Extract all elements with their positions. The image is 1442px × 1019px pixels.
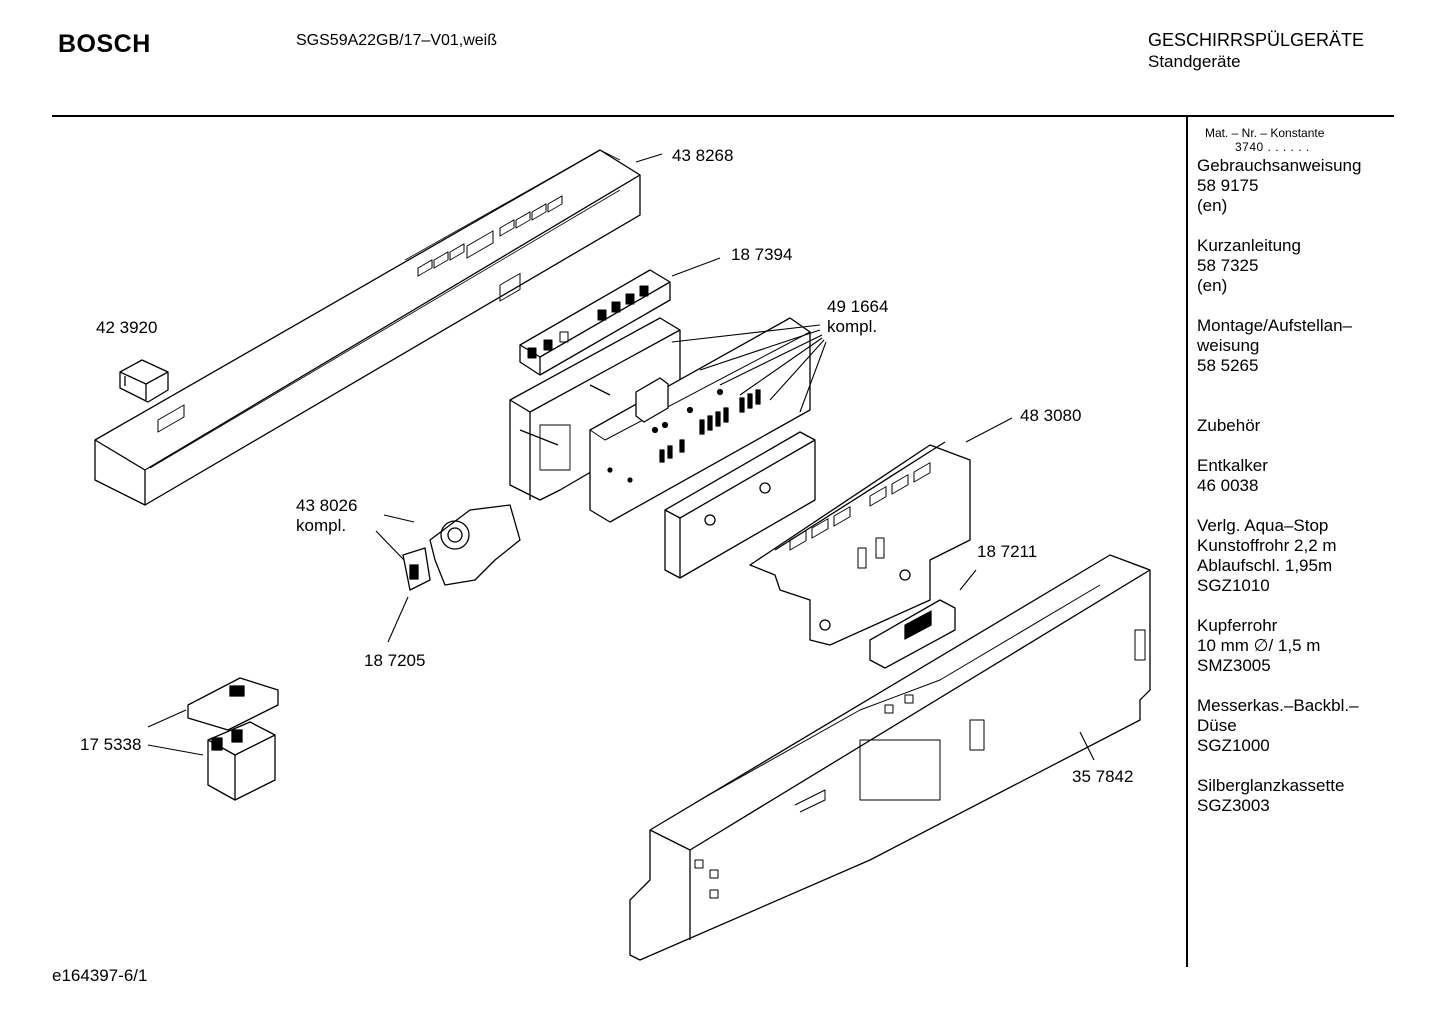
- part-label-423920: 42 3920: [96, 318, 158, 337]
- sidebar-group-accessories: Zubehör: [1197, 416, 1397, 436]
- part-label-438026-kompl: kompl.: [296, 516, 347, 535]
- sidebar-group-quickguide: Kurzanleitung 58 7325 (en): [1197, 236, 1397, 296]
- sidebar-line: (en): [1197, 276, 1228, 295]
- brand-logo: BOSCH: [58, 30, 151, 58]
- sidebar-line: Gebrauchsanweisung: [1197, 156, 1362, 175]
- relay-part: [187, 677, 279, 801]
- part-label-187205: 18 7205: [364, 651, 426, 670]
- mat-label: Mat. – Nr. – Konstante: [1205, 126, 1325, 140]
- sidebar-group-manual: Gebrauchsanweisung 58 9175 (en): [1197, 156, 1397, 216]
- sidebar-group-installation: Montage/Aufstellan– weisung 58 5265: [1197, 316, 1397, 376]
- sidebar-line: Verlg. Aqua–Stop: [1197, 516, 1329, 535]
- exploded-diagram: [94, 149, 1151, 961]
- header-divider: [52, 115, 1394, 117]
- part-label-175338: 17 5338: [80, 735, 142, 754]
- part-label-491664-kompl: kompl.: [827, 317, 878, 336]
- category-title: GESCHIRRSPÜLGERÄTE: [1148, 30, 1365, 50]
- part-label-438026: 43 8026: [296, 496, 358, 515]
- sidebar-line: Düse: [1197, 716, 1237, 735]
- circuit-board-part: [589, 317, 811, 523]
- valve-assembly-part: [402, 504, 521, 591]
- sidebar-line: 46 0038: [1197, 476, 1259, 495]
- clip-part: [119, 359, 169, 403]
- leader-lines: [147, 153, 1095, 761]
- model-number: SGS59A22GB/17–V01,weiß: [296, 32, 498, 49]
- sidebar-group-copperpipe: Kupferrohr 10 mm ∅/ 1,5 m SMZ3005: [1197, 616, 1397, 676]
- part-label-187394: 18 7394: [731, 245, 793, 264]
- sidebar-line: SGZ1000: [1197, 736, 1270, 755]
- sidebar-group-aquastop: Verlg. Aqua–Stop Kunstoffrohr 2,2 m Abla…: [1197, 516, 1397, 596]
- housing-part: [749, 441, 971, 646]
- sidebar-line: Kupferrohr: [1197, 616, 1278, 635]
- part-label-483080: 48 3080: [1020, 406, 1082, 425]
- sidebar-line: weisung: [1197, 336, 1260, 355]
- sidebar-group-silverware: Silberglanzkassette SGZ3003: [1197, 776, 1397, 816]
- sidebar-line: Kurzanleitung: [1197, 236, 1301, 255]
- sidebar-line: Zubehör: [1197, 416, 1261, 435]
- sidebar-line: Entkalker: [1197, 456, 1268, 475]
- sidebar-line: 58 7325: [1197, 256, 1259, 275]
- sidebar-line: SGZ3003: [1197, 796, 1270, 815]
- sidebar-line: Kunstoffrohr 2,2 m: [1197, 536, 1337, 555]
- sidebar-group-descaler: Entkalker 46 0038: [1197, 456, 1397, 496]
- base-frame-part: [629, 554, 1151, 961]
- sidebar-line: Messerkas.–Backbl.–: [1197, 696, 1359, 715]
- diagram-code: e164397-6/1: [52, 966, 148, 985]
- sidebar-line: Ablaufschl. 1,95m: [1197, 556, 1333, 575]
- sidebar-divider: [1186, 117, 1188, 967]
- sidebar-line: SGZ1010: [1197, 576, 1270, 595]
- control-fascia-part: [94, 149, 641, 506]
- sidebar-group-nozzle: Messerkas.–Backbl.– Düse SGZ1000: [1197, 696, 1397, 756]
- category-subtitle: Standgeräte: [1148, 52, 1241, 71]
- display-part: [869, 599, 956, 669]
- part-label-357842: 35 7842: [1072, 767, 1134, 786]
- sidebar-line: Montage/Aufstellan–: [1197, 316, 1352, 335]
- sidebar-line: 10 mm ∅/ 1,5 m: [1197, 636, 1321, 655]
- key-strip-part: [519, 269, 671, 376]
- accessory-sidebar: Mat. – Nr. – Konstante 3740 . . . . . . …: [1197, 126, 1397, 816]
- sidebar-line: 58 9175: [1197, 176, 1259, 195]
- part-label-438268: 43 8268: [672, 146, 734, 165]
- mat-value: 3740 . . . . . .: [1235, 140, 1310, 154]
- sidebar-line: (en): [1197, 196, 1228, 215]
- sidebar-line: Silberglanzkassette: [1197, 776, 1345, 795]
- part-label-187211: 18 7211: [977, 542, 1038, 561]
- sidebar-line: 58 5265: [1197, 356, 1259, 375]
- sidebar-line: SMZ3005: [1197, 656, 1271, 675]
- support-rail-part: [664, 431, 816, 579]
- part-label-491664: 49 1664: [827, 297, 889, 316]
